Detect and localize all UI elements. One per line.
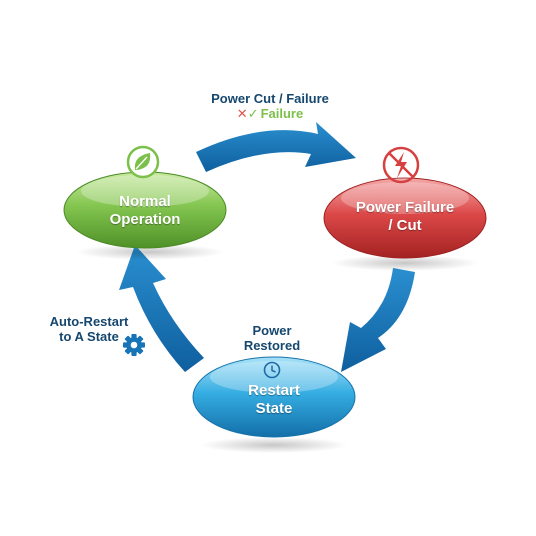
node-restart-label: Restart State	[214, 382, 334, 417]
no-lightning-icon	[382, 146, 420, 184]
arrow-failure-to-restart	[341, 268, 415, 372]
arrow-normal-to-failure	[196, 122, 356, 172]
right-annotation: Power Restored	[222, 323, 322, 354]
gloss	[341, 182, 469, 214]
check-icon: ✓	[247, 106, 259, 122]
node-restart-line2: State	[255, 399, 293, 417]
node-failure-ellipse	[323, 177, 487, 259]
node-normal-line2: Operation	[109, 210, 181, 228]
left-annotation-line2: to A State	[59, 329, 119, 345]
arrow-restart-to-normal	[119, 245, 204, 372]
node-failure-label: Power Failure / Cut	[335, 199, 475, 234]
top-annotation: Power Cut / Failure ✕✓Failure	[190, 91, 350, 122]
clock-icon	[263, 361, 281, 379]
left-annotation: Auto-Restart to A State	[36, 314, 142, 345]
node-normal-line1: Normal	[119, 193, 171, 210]
shadow	[200, 437, 348, 453]
top-annotation-status-text: Failure	[260, 106, 304, 122]
top-annotation-status: ✕✓Failure	[190, 106, 350, 121]
node-failure-line1: Power Failure	[355, 199, 455, 216]
leaf-icon	[126, 145, 160, 179]
node-failure-line2: / Cut	[388, 216, 422, 234]
left-annotation-line1: Auto-Restart	[49, 314, 129, 329]
right-annotation-line2: Restored	[243, 338, 301, 354]
gloss	[81, 175, 209, 207]
node-restart-ellipse	[192, 356, 356, 438]
shadow	[76, 244, 224, 260]
node-restart-line1: Restart	[248, 382, 300, 399]
node-normal-label: Normal Operation	[85, 193, 205, 228]
shadow	[331, 255, 479, 271]
top-annotation-title: Power Cut / Failure	[211, 91, 329, 106]
right-annotation-line1: Power	[252, 323, 292, 338]
gear-icon	[123, 334, 145, 356]
cross-icon: ✕	[236, 106, 248, 122]
